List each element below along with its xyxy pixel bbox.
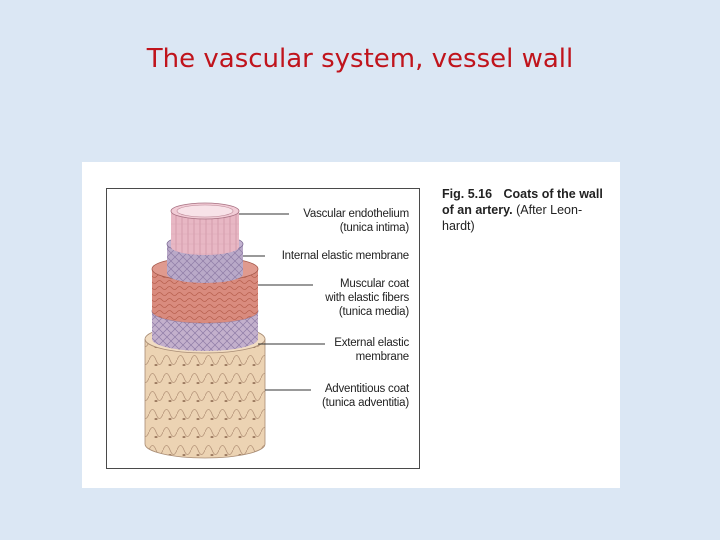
figure-caption-title: Coats of the wall of an artery.	[442, 187, 603, 217]
label-internal-elastic-membrane: Internal elastic membrane	[281, 250, 410, 262]
label-tunica-adventitia: Adventitious coat (tunica adventitia)	[322, 383, 409, 409]
label-tunica-intima: Vascular endothelium (tunica intima)	[303, 208, 409, 234]
artery-wall-illustration	[144, 202, 325, 459]
slide-title: The vascular system, vessel wall	[146, 44, 574, 74]
figure-frame: Vascular endothelium (tunica intima) Int…	[106, 188, 420, 469]
label-external-elastic-membrane: External elastic membrane	[334, 337, 409, 363]
figure-number: Fig. 5.16	[442, 187, 493, 201]
figure-caption-source: (After Leon-hardt)	[442, 203, 583, 233]
figure-caption: Fig. 5.16 Coats of the wall of an artery…	[442, 186, 614, 234]
figure-panel: Vascular endothelium (tunica intima) Int…	[82, 162, 620, 488]
label-tunica-media: Muscular coat with elastic fibers (tunic…	[325, 278, 409, 318]
tunica-intima-layer	[170, 202, 240, 255]
